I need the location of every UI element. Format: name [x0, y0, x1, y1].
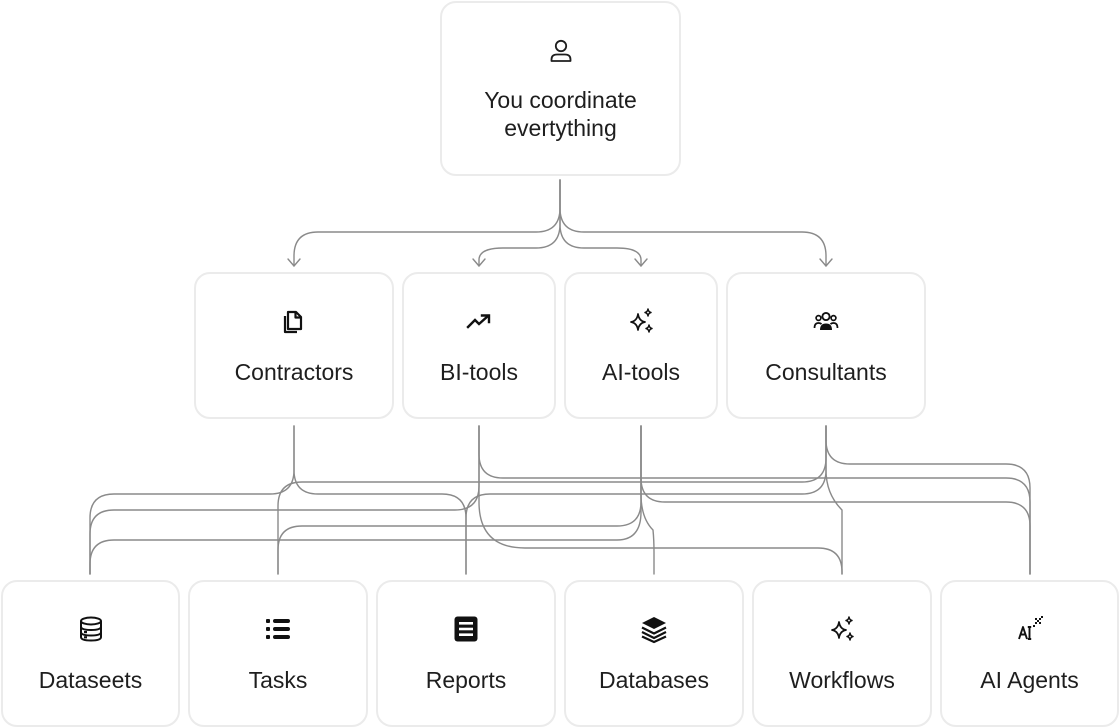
arrowhead — [287, 258, 301, 267]
connector-top-bitools — [478, 179, 561, 267]
node-ai-agents: AI Agents — [940, 580, 1119, 727]
node-label: BI-tools — [440, 358, 518, 385]
documents-icon — [279, 306, 309, 336]
connector-aitools-datasets — [89, 425, 642, 575]
node-reports: Reports — [376, 580, 556, 727]
layers-icon — [639, 614, 669, 644]
node-label: AI-tools — [602, 358, 680, 385]
node-tasks: Tasks — [188, 580, 368, 727]
node-label: Tasks — [248, 666, 308, 693]
node-bi-tools: BI-tools — [402, 272, 556, 419]
node-databases: Databases — [564, 580, 744, 727]
node-label: Dataseets — [38, 666, 143, 693]
connector-consultants-tasks — [277, 425, 827, 575]
node-label: Contractors — [234, 358, 354, 385]
node-label: Reports — [425, 666, 507, 693]
node-label: Workflows — [789, 666, 895, 693]
node-you-coordinate: You coordinate evertything — [440, 1, 681, 176]
connector-consultants-agents — [825, 425, 1031, 575]
node-label: You coordinate evertything — [484, 86, 637, 141]
connector-top-consultants — [559, 179, 827, 267]
arrowhead — [472, 258, 486, 267]
database-cylinder-icon — [76, 614, 106, 644]
connector-bitools-workflows — [478, 425, 843, 575]
people-icon — [811, 306, 841, 336]
trend-up-icon — [464, 306, 494, 336]
connector-aitools-databases — [640, 425, 655, 575]
node-contractors: Contractors — [194, 272, 394, 419]
user-icon — [546, 36, 576, 66]
connector-top-aitools — [559, 179, 642, 267]
connector-bitools-agents — [478, 425, 1031, 575]
connector-contractors-reports — [293, 425, 467, 575]
ai-agents-icon — [1015, 614, 1045, 644]
node-consultants: Consultants — [726, 272, 926, 419]
node-label: AI Agents — [980, 666, 1079, 693]
node-workflows: Workflows — [752, 580, 932, 727]
arrowhead — [819, 258, 833, 267]
sparkles-icon — [626, 306, 656, 336]
sparkles-icon — [827, 614, 857, 644]
connector-consultants-workflows — [825, 425, 843, 575]
node-label: Consultants — [765, 358, 887, 385]
list-icon — [263, 614, 293, 644]
connector-consultants-reports — [465, 425, 827, 575]
connector-aitools-tasks — [277, 425, 642, 575]
report-icon — [451, 614, 481, 644]
node-label: Databases — [599, 666, 709, 693]
connector-bitools-datasets — [89, 425, 480, 575]
connector-top-contractors — [293, 179, 561, 267]
node-ai-tools: AI-tools — [564, 272, 718, 419]
node-datasets: Dataseets — [1, 580, 180, 727]
connector-contractors-datasets — [89, 425, 295, 575]
connector-aitools-agents — [640, 425, 1031, 575]
arrowhead — [634, 258, 648, 267]
